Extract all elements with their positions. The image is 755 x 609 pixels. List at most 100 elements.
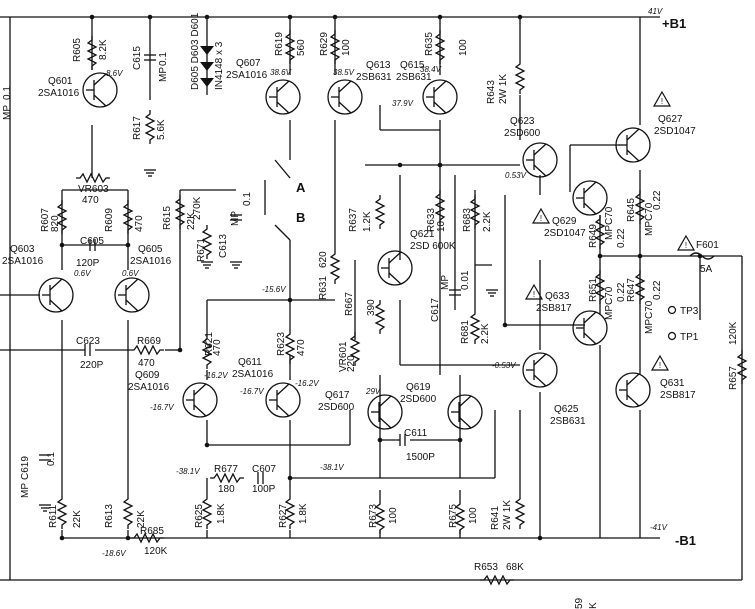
transistor-q627: Q627 2SD1047 bbox=[615, 91, 696, 163]
svg-text:8.6V: 8.6V bbox=[106, 69, 123, 78]
svg-text:-15.6V: -15.6V bbox=[262, 285, 286, 294]
svg-text:8.2K: 8.2K bbox=[98, 39, 109, 60]
svg-text:R669: R669 bbox=[137, 336, 161, 347]
svg-text:R619: R619 bbox=[274, 32, 285, 56]
svg-text:R633: R633 bbox=[426, 208, 437, 232]
svg-text:VR603: VR603 bbox=[78, 184, 109, 195]
resistor-r621: R621 470 bbox=[202, 332, 223, 370]
svg-text:-0.53V: -0.53V bbox=[492, 361, 516, 370]
svg-text:-16.2V: -16.2V bbox=[204, 371, 228, 380]
neg-rail-label: -B1 bbox=[675, 533, 696, 548]
svg-text:R647: R647 bbox=[626, 278, 637, 302]
svg-text:22K: 22K bbox=[72, 510, 83, 528]
svg-text:0.1: 0.1 bbox=[242, 192, 253, 206]
resistor-r673: R673 100 bbox=[368, 499, 399, 535]
svg-text:R643: R643 bbox=[486, 80, 497, 104]
svg-text:R609: R609 bbox=[104, 208, 115, 232]
resistor-r681: R681 2.2K bbox=[460, 309, 491, 345]
svg-text:38.6V: 38.6V bbox=[270, 68, 292, 77]
svg-text:2SD1047: 2SD1047 bbox=[544, 228, 586, 239]
svg-text:2SB817: 2SB817 bbox=[660, 390, 696, 401]
resistor-r611: R611 22K bbox=[48, 494, 83, 530]
resistor-r651: R651 0.22 bbox=[588, 269, 627, 305]
svg-text:22K: 22K bbox=[136, 510, 147, 528]
svg-text:Q607: Q607 bbox=[236, 58, 261, 69]
svg-text:Q623: Q623 bbox=[510, 116, 535, 127]
resistor-r671: R671 270K bbox=[192, 196, 212, 262]
fuse-f601: F601 5A bbox=[677, 235, 719, 275]
svg-text:1500P: 1500P bbox=[406, 452, 435, 463]
transistor-q629: Q629 2SD1047 bbox=[532, 180, 608, 239]
voltage-annotations: 8.6V 38.6V 38.5V 38.4V 37.9V 0.53V 0.6V … bbox=[74, 65, 527, 558]
svg-text:100: 100 bbox=[341, 39, 352, 56]
svg-text:C611: C611 bbox=[404, 428, 428, 439]
svg-text:Q621: Q621 bbox=[410, 229, 435, 240]
resistor-r677: R677 180 bbox=[209, 464, 245, 495]
resistor-r649: R649 0.22 bbox=[588, 214, 627, 250]
resistor-r645: R645 0.22 bbox=[626, 189, 663, 225]
svg-text:0.53V: 0.53V bbox=[505, 171, 527, 180]
svg-text:C605: C605 bbox=[80, 236, 104, 247]
svg-text:0.1: 0.1 bbox=[2, 86, 13, 100]
svg-text:2SA1016: 2SA1016 bbox=[2, 256, 44, 267]
capacitor-c615: C615 0.1 MP bbox=[132, 46, 169, 82]
svg-text:R673: R673 bbox=[368, 504, 379, 528]
svg-text:MP: MP bbox=[230, 211, 241, 226]
svg-text:5A: 5A bbox=[700, 264, 713, 275]
transistor-q603: Q603 2SA1016 bbox=[2, 244, 74, 313]
svg-text:C615: C615 bbox=[132, 46, 143, 70]
svg-text:38.5V: 38.5V bbox=[333, 68, 355, 77]
trimmer-vr603: VR603 470 bbox=[75, 173, 111, 206]
svg-text:120K: 120K bbox=[728, 321, 739, 345]
svg-text:2SB817: 2SB817 bbox=[536, 303, 572, 314]
resistor-r617: R617 5.6K bbox=[132, 109, 167, 145]
testpoints: TP3 TP1 bbox=[667, 305, 699, 343]
transistor-q631: Q631 2SB817 bbox=[615, 355, 696, 408]
svg-text:0.1: 0.1 bbox=[158, 52, 169, 66]
pos-rail-label: +B1 bbox=[662, 16, 686, 31]
svg-text:R681: R681 bbox=[460, 320, 471, 344]
svg-text:Q633: Q633 bbox=[545, 291, 570, 302]
capacitor-c605: C605 120P bbox=[76, 236, 104, 269]
resistor-r635: R635 100 bbox=[424, 29, 469, 65]
warning-icon bbox=[532, 208, 550, 224]
resistor-r641: R641 2W 1K bbox=[490, 494, 525, 530]
svg-text:Q615: Q615 bbox=[400, 60, 425, 71]
svg-text:MP: MP bbox=[2, 105, 13, 120]
transistor-q621: Q621 2SD 600K bbox=[377, 229, 456, 286]
svg-text:-38.1V: -38.1V bbox=[176, 467, 200, 476]
svg-text:470: 470 bbox=[296, 339, 307, 356]
svg-text:2SA1016: 2SA1016 bbox=[226, 70, 268, 81]
svg-text:620: 620 bbox=[318, 251, 329, 268]
svg-text:F601: F601 bbox=[696, 240, 719, 251]
svg-text:100: 100 bbox=[458, 39, 469, 56]
svg-text:2SB631: 2SB631 bbox=[396, 72, 432, 83]
svg-text:22K: 22K bbox=[186, 212, 197, 230]
junction-dots bbox=[59, 14, 703, 541]
svg-text:2SD 600K: 2SD 600K bbox=[410, 241, 456, 252]
svg-text:Q603: Q603 bbox=[10, 244, 35, 255]
svg-text:R631: R631 bbox=[318, 276, 329, 300]
resistor-r667: R667 390 bbox=[344, 292, 385, 335]
svg-text:120P: 120P bbox=[76, 258, 100, 269]
svg-text:D605 D603 D601: D605 D603 D601 bbox=[190, 12, 201, 90]
svg-text:-16.7V: -16.7V bbox=[150, 403, 174, 412]
svg-text:C619: C619 bbox=[20, 456, 31, 480]
svg-text:R685: R685 bbox=[140, 526, 164, 537]
resistor-r613: R613 22K bbox=[104, 494, 147, 530]
svg-text:Q619: Q619 bbox=[406, 382, 431, 393]
svg-text:2.2K: 2.2K bbox=[480, 323, 491, 344]
svg-text:2W 1K: 2W 1K bbox=[502, 500, 513, 530]
svg-text:37.9V: 37.9V bbox=[392, 99, 414, 108]
svg-text:100P: 100P bbox=[252, 484, 276, 495]
ab-switch: A B bbox=[264, 159, 306, 241]
resistor-r631: R631 620 bbox=[318, 249, 340, 300]
svg-text:C613: C613 bbox=[218, 234, 229, 258]
transistors: Q601 2SA1016 Q603 2SA1016 Q605 2SA1016 Q… bbox=[2, 58, 696, 430]
resistor-r627: R627 1.8K bbox=[278, 494, 309, 530]
transistor-q617: Q617 2SD600 bbox=[318, 390, 403, 430]
resistor-r675: R675 100 bbox=[448, 499, 479, 535]
svg-text:5.6K: 5.6K bbox=[156, 119, 167, 140]
svg-text:1.8K: 1.8K bbox=[298, 503, 309, 524]
svg-text:Q601: Q601 bbox=[48, 76, 73, 87]
